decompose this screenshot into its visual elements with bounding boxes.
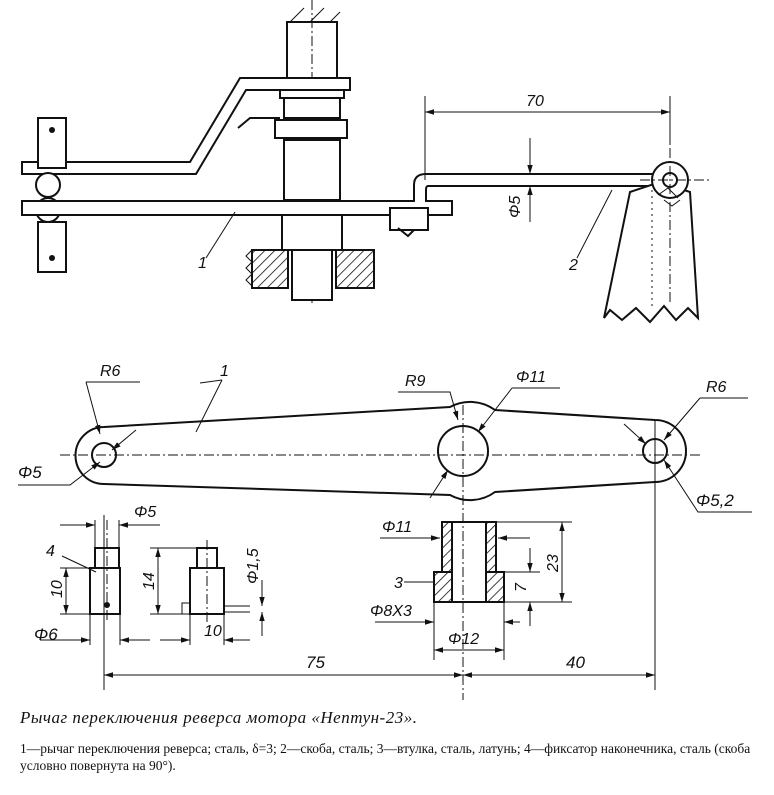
label-r6-right: R6 xyxy=(706,379,727,396)
lever-plan-view: R6 1 Φ5 R9 Φ11 R6 Φ5,2 xyxy=(18,363,752,700)
label-d6: Φ6 xyxy=(34,625,58,644)
part-label-2: 2 xyxy=(568,257,578,274)
label-d75: 75 xyxy=(306,653,325,672)
bushing-detail: Φ11 3 Φ8X3 Φ12 23 7 xyxy=(370,519,572,660)
label-d52: Φ5,2 xyxy=(696,491,734,510)
left-fitting xyxy=(35,117,67,273)
base-block xyxy=(245,249,375,289)
lever-outline xyxy=(74,400,687,502)
figure-caption: Рычаг переключения реверса мотора «Непту… xyxy=(20,708,760,774)
dim-70-label: 70 xyxy=(526,93,544,110)
bracket-rod xyxy=(413,173,663,202)
label-d11-lever: Φ11 xyxy=(516,369,546,386)
lever-bar-side xyxy=(21,200,453,216)
label-d15: Φ1,5 xyxy=(245,548,262,584)
label-d5-retainer: Φ5 xyxy=(134,504,156,521)
shaft xyxy=(274,0,348,305)
technical-drawing: 70 Φ5 1 2 R6 1 Φ5 R9 Φ1 xyxy=(18,0,752,700)
label-r6-left: R6 xyxy=(100,363,121,380)
label-w10: 10 xyxy=(204,623,222,640)
part-label-3: 3 xyxy=(394,575,403,592)
part-label-1-top: 1 xyxy=(198,255,207,272)
label-d12: Φ12 xyxy=(448,631,479,648)
label-d5-left: Φ5 xyxy=(18,463,42,482)
part-label-4: 4 xyxy=(46,543,55,560)
transom-plate xyxy=(603,180,700,324)
label-h23: 23 xyxy=(545,554,562,573)
label-d40: 40 xyxy=(566,653,585,672)
assembly-view: 70 Φ5 1 2 xyxy=(21,0,712,324)
caption-text: 1—рычаг переключения реверса; сталь, δ=3… xyxy=(20,741,751,773)
label-d8x3: Φ8X3 xyxy=(370,603,412,620)
retainer-detail: Φ5 4 10 14 Φ1,5 Φ6 10 xyxy=(34,504,265,645)
dim-d5-label: Φ5 xyxy=(507,196,524,218)
caption-title: Рычаг переключения реверса мотора «Непту… xyxy=(20,708,418,727)
label-r9: R9 xyxy=(405,373,426,390)
label-h7: 7 xyxy=(513,582,530,592)
label-h10: 10 xyxy=(49,580,66,598)
overall-dimensions: 75 40 xyxy=(104,653,655,678)
part-label-1-plan: 1 xyxy=(220,363,229,380)
label-d11-bushing: Φ11 xyxy=(382,519,412,536)
label-h14: 14 xyxy=(141,572,158,590)
